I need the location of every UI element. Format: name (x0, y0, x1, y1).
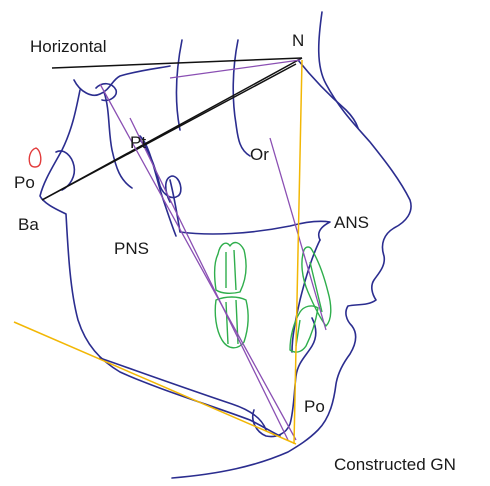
basion-nasion-line (41, 63, 297, 201)
n-upper-axis (169, 59, 301, 79)
label-orbitale: Or (250, 145, 269, 164)
mandibular-border (99, 357, 267, 431)
porion-outline (28, 147, 42, 168)
mandible-symphysis (251, 317, 317, 438)
label-porion-upper: Po (14, 173, 35, 192)
mandibular-plane-line (13, 321, 297, 445)
upper-incisor (301, 246, 332, 327)
orbit-outline (175, 39, 251, 157)
label-basion: Ba (18, 215, 39, 234)
frankfort-horizontal-line (51, 57, 303, 69)
label-constructed-gn: Constructed GN (334, 455, 456, 474)
soft-tissue-profile (171, 11, 412, 479)
skull-tracing (39, 11, 412, 479)
label-pterygoid: Pt (130, 133, 146, 152)
sn-gn-axis (99, 83, 297, 441)
molar-teeth (213, 241, 249, 349)
upper-molar (213, 241, 247, 295)
premaxilla-outline (291, 239, 321, 353)
label-ans: ANS (334, 213, 369, 232)
label-horizontal: Horizontal (30, 37, 107, 56)
facial-plane-line (293, 59, 303, 445)
label-pns: PNS (114, 239, 149, 258)
posterior-skull-outline (39, 89, 281, 437)
label-nasion: N (292, 31, 304, 50)
pt-gn-axis (129, 117, 289, 441)
nasal-bone (297, 59, 359, 129)
incisor-teeth (289, 246, 332, 353)
palatal-outline (169, 179, 331, 241)
label-pogonion: Po (304, 397, 325, 416)
